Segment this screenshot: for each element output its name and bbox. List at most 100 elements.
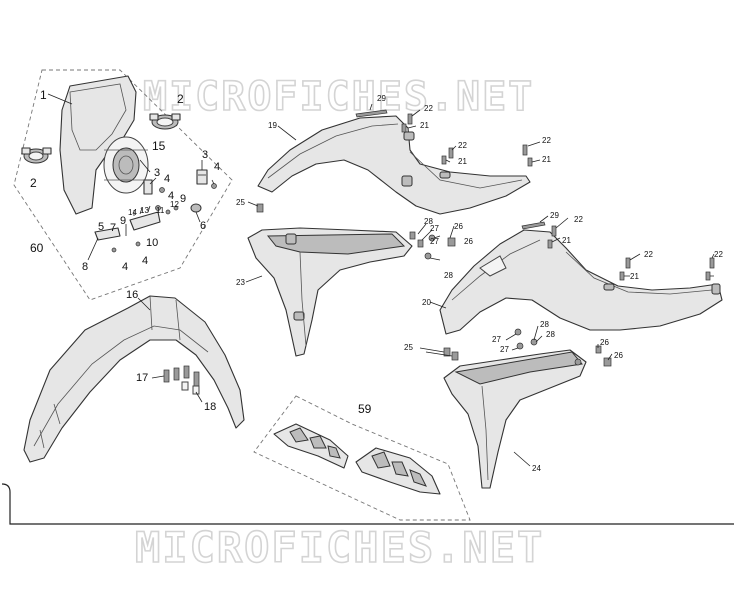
callout-27-c: 27 [492,335,501,344]
callout-22-b: 22 [458,141,467,150]
callout-9-b: 9 [120,215,126,227]
callout-6: 6 [200,220,206,232]
fender-detail-lines [39,403,61,449]
callout-21-c: 21 [542,155,551,164]
leader-21-22-top [407,109,541,163]
trim-strip-29b [521,221,546,230]
panel-23-body [247,227,413,357]
leader-29b [539,215,549,223]
lower-panel-right [443,349,587,489]
leader-6 [195,211,201,223]
callout-4-b: 4 [164,173,170,185]
panel-23-grommet [285,233,297,245]
callout-16: 16 [126,289,138,301]
leader-3a [149,177,157,185]
callout-59: 59 [358,402,372,416]
leader-1 [47,93,73,105]
bolt-4d [135,241,141,247]
panel-24-body [443,349,587,489]
callout-12: 12 [170,200,179,209]
callout-22-d: 22 [574,215,583,224]
callout-18: 18 [204,401,216,413]
leader-8 [87,237,99,261]
callout-26-d: 26 [614,351,623,360]
callout-labels: 1 2 2 15 3 3 4 4 4 4 4 5 6 7 8 9 9 10 11… [30,88,723,473]
side-shroud-right [439,229,723,335]
hardware-left-cluster [256,203,456,260]
mask-inner-edge [69,83,127,151]
leader-20 [429,301,447,309]
callout-13: 13 [140,206,149,215]
callout-15: 15 [152,139,166,153]
nut-12 [165,209,171,215]
callout-21-d: 21 [562,236,571,245]
leader-16 [137,297,151,311]
hand-guard-right [355,447,441,495]
panel-24-top-face [454,351,583,385]
panel-23-lower-tab [293,311,305,321]
leader-24 [513,451,531,467]
group-59-outline [253,395,471,521]
leader-25-28-left [247,201,455,261]
fork-clamp-right [149,113,181,130]
callout-4-c: 4 [168,190,174,202]
shroud-20-mount-a [603,283,615,291]
callout-28-b: 28 [444,271,453,280]
callout-25-a: 25 [236,198,245,207]
fender-bolts [163,365,200,395]
callout-22-c: 22 [542,136,551,145]
shroud-19-mount-c [403,131,415,141]
panel-24-fold [481,385,489,481]
callout-60: 60 [30,241,44,255]
leader-19 [277,125,297,141]
callout-20: 20 [422,298,431,307]
callout-28-a: 28 [424,217,433,226]
small-hardware-lines [125,205,151,236]
callout-28-c: 28 [540,320,549,329]
lower-panel-left [247,227,413,357]
fork-clamp-left [21,147,52,164]
headlight-lens [112,147,140,183]
panel-24-grommet [574,358,582,366]
callout-26-c: 26 [600,338,609,347]
callout-4-a: 4 [214,161,220,173]
trim-strip-29a [355,109,388,118]
callout-21-e: 21 [630,272,639,281]
callout-26-a: 26 [454,222,463,231]
grommet-6 [190,203,202,213]
callout-26-b: 26 [464,237,473,246]
bolt-9a [173,205,179,211]
bolt-4a [211,183,217,189]
shroud-19-mount-b [439,171,451,179]
callout-1: 1 [40,88,47,102]
panel-23-top-face [266,233,406,255]
fender-ridge [33,325,209,447]
leader-15 [139,159,151,173]
leader-3b [198,160,206,176]
bracket-8 [94,227,121,241]
callout-22-f: 22 [714,250,723,259]
headlight-bracket-lines [104,149,148,181]
callout-25-b: 25 [404,343,413,352]
shroud-19-body [257,115,531,215]
callout-2-left: 2 [30,176,37,190]
panel-23-fold [299,251,307,347]
callout-21-a: 21 [420,121,429,130]
shroud-19-lower-edge [409,151,523,189]
watermark-top: MICROFICHES.NET [143,74,534,120]
headlight-assembly [21,75,217,253]
callout-3-right: 3 [202,149,208,161]
group-60-outline [13,69,233,301]
screws-top-cluster [401,113,533,167]
callout-7: 7 [110,222,116,234]
hardware-right-cluster [443,328,612,367]
callout-17: 17 [136,372,148,384]
callout-10: 10 [146,237,158,249]
hand-guard-left [273,423,349,469]
headlight-mask [59,75,137,215]
leader-23 [245,275,263,283]
callout-3-left: 3 [154,167,160,179]
bracket-10 [129,211,161,231]
shroud-19-mount-a [401,175,413,187]
callout-29-a: 29 [377,94,386,103]
